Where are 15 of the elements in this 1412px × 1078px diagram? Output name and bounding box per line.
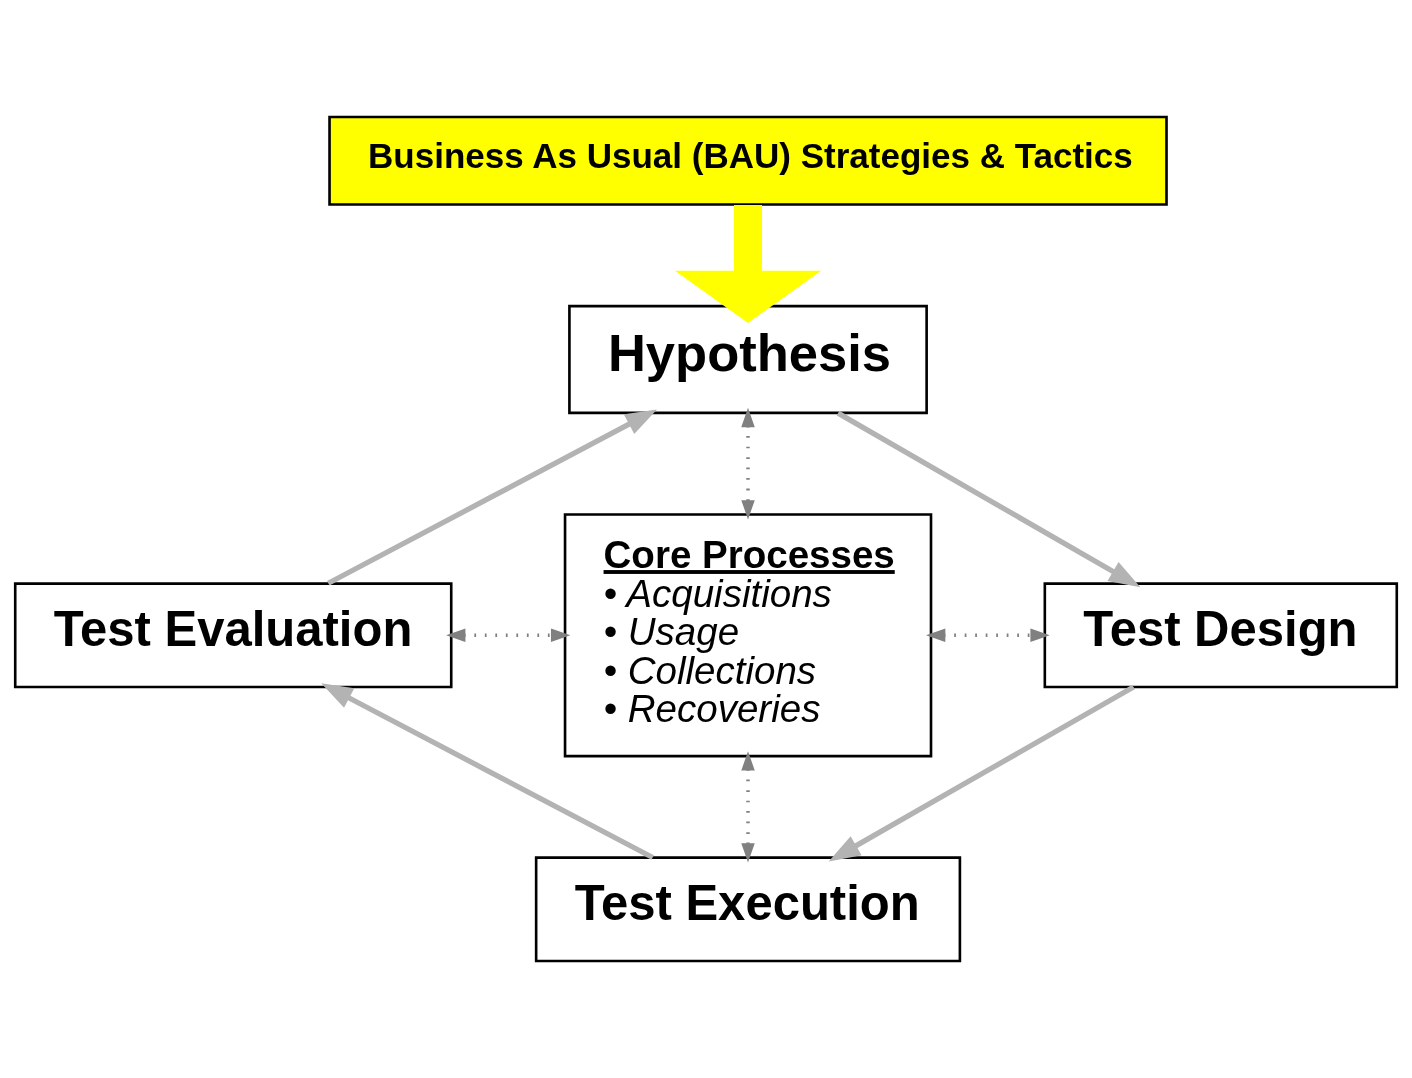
arrow — [327, 409, 657, 586]
arrow — [926, 628, 1050, 643]
arrow — [828, 684, 1135, 862]
arrow — [446, 628, 571, 643]
arrow — [741, 751, 755, 863]
node-box: Test Evaluation — [13, 582, 453, 689]
arrow — [741, 407, 755, 520]
node-box: Test Execution — [534, 856, 962, 963]
node-box: Business As Usual (BAU) Strategies & Tactics — [328, 115, 1168, 206]
node-box: Test Design — [1043, 582, 1399, 689]
arrow — [836, 410, 1141, 588]
node-box: Core Processes • Acquisitions • Usage • Collections • Recoveries — [563, 513, 933, 758]
node-box: Hypothesis — [568, 304, 928, 415]
arrow — [674, 204, 822, 323]
arrow — [321, 683, 654, 860]
